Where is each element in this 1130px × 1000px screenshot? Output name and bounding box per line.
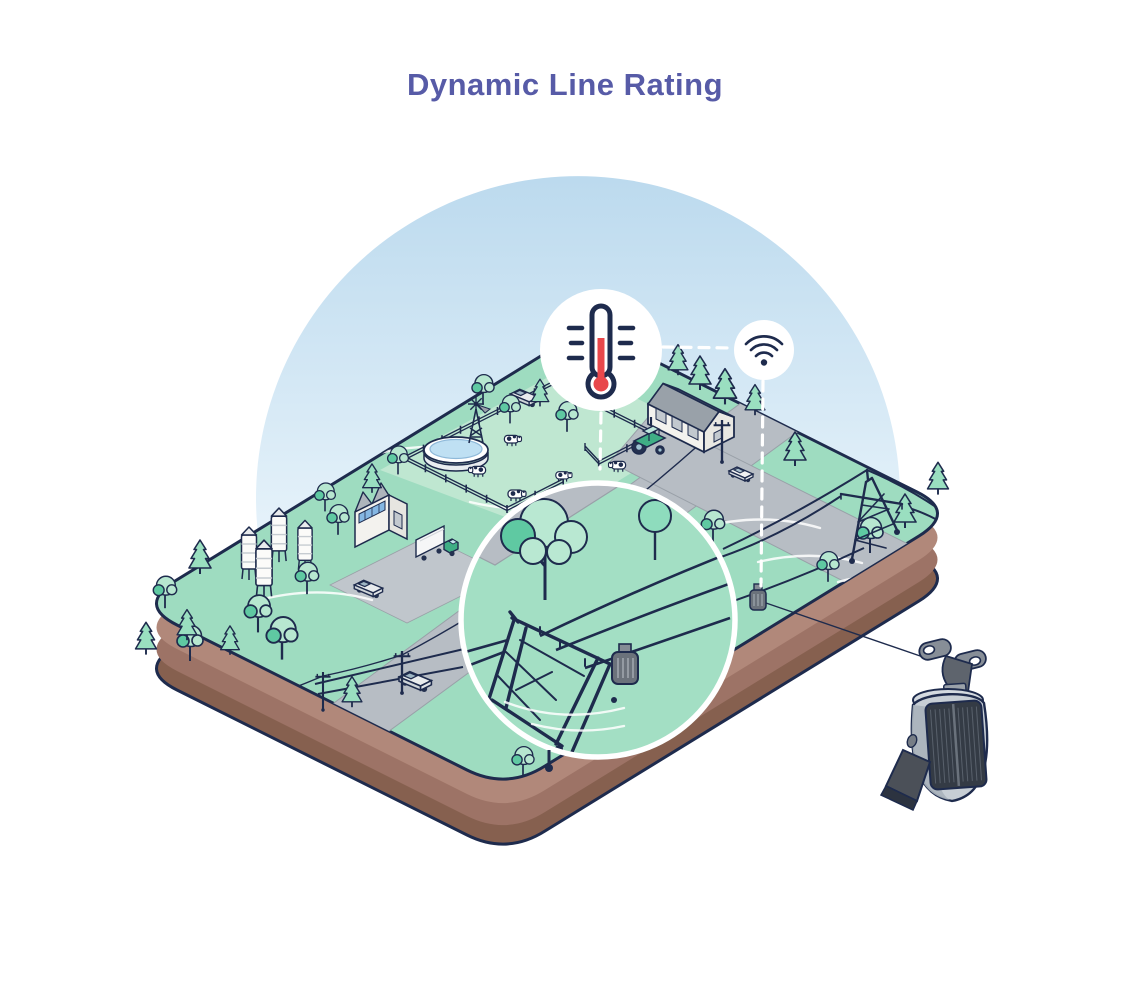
magnifier-ring bbox=[458, 480, 738, 760]
box-truck bbox=[415, 524, 459, 561]
line-sensor-small bbox=[749, 583, 767, 611]
tractor bbox=[631, 417, 667, 455]
magnified-tower bbox=[485, 610, 612, 754]
wifi-icon bbox=[744, 335, 784, 366]
solar-panel bbox=[924, 699, 988, 791]
windmill bbox=[468, 396, 492, 444]
dashed-connector-thermometer bbox=[598, 411, 603, 471]
barn bbox=[646, 382, 735, 454]
magnified-round-tree bbox=[638, 499, 672, 560]
water-tank bbox=[423, 436, 489, 472]
sensor-callout-line bbox=[765, 602, 927, 659]
page-title: Dynamic Line Rating bbox=[407, 67, 723, 102]
thermometer-icon bbox=[566, 303, 636, 400]
dashed-connector-wifi bbox=[759, 379, 765, 588]
open-gate bbox=[584, 443, 600, 465]
transmission-tower-right bbox=[839, 468, 904, 564]
device-port bbox=[906, 734, 918, 748]
clamp-plates bbox=[918, 638, 987, 698]
magnified-tree bbox=[500, 498, 588, 600]
device-spout bbox=[879, 748, 932, 812]
car bbox=[727, 466, 755, 483]
dashed-connector-horizontal bbox=[661, 345, 735, 350]
connectivity-badge bbox=[734, 320, 794, 380]
dlr-sensor-device bbox=[879, 638, 989, 812]
magnifier-detail-circle bbox=[458, 480, 738, 772]
dashed-connectors bbox=[598, 345, 765, 588]
warehouse bbox=[354, 482, 408, 549]
temperature-badge bbox=[540, 289, 662, 411]
magnified-line-sensor bbox=[611, 643, 639, 703]
